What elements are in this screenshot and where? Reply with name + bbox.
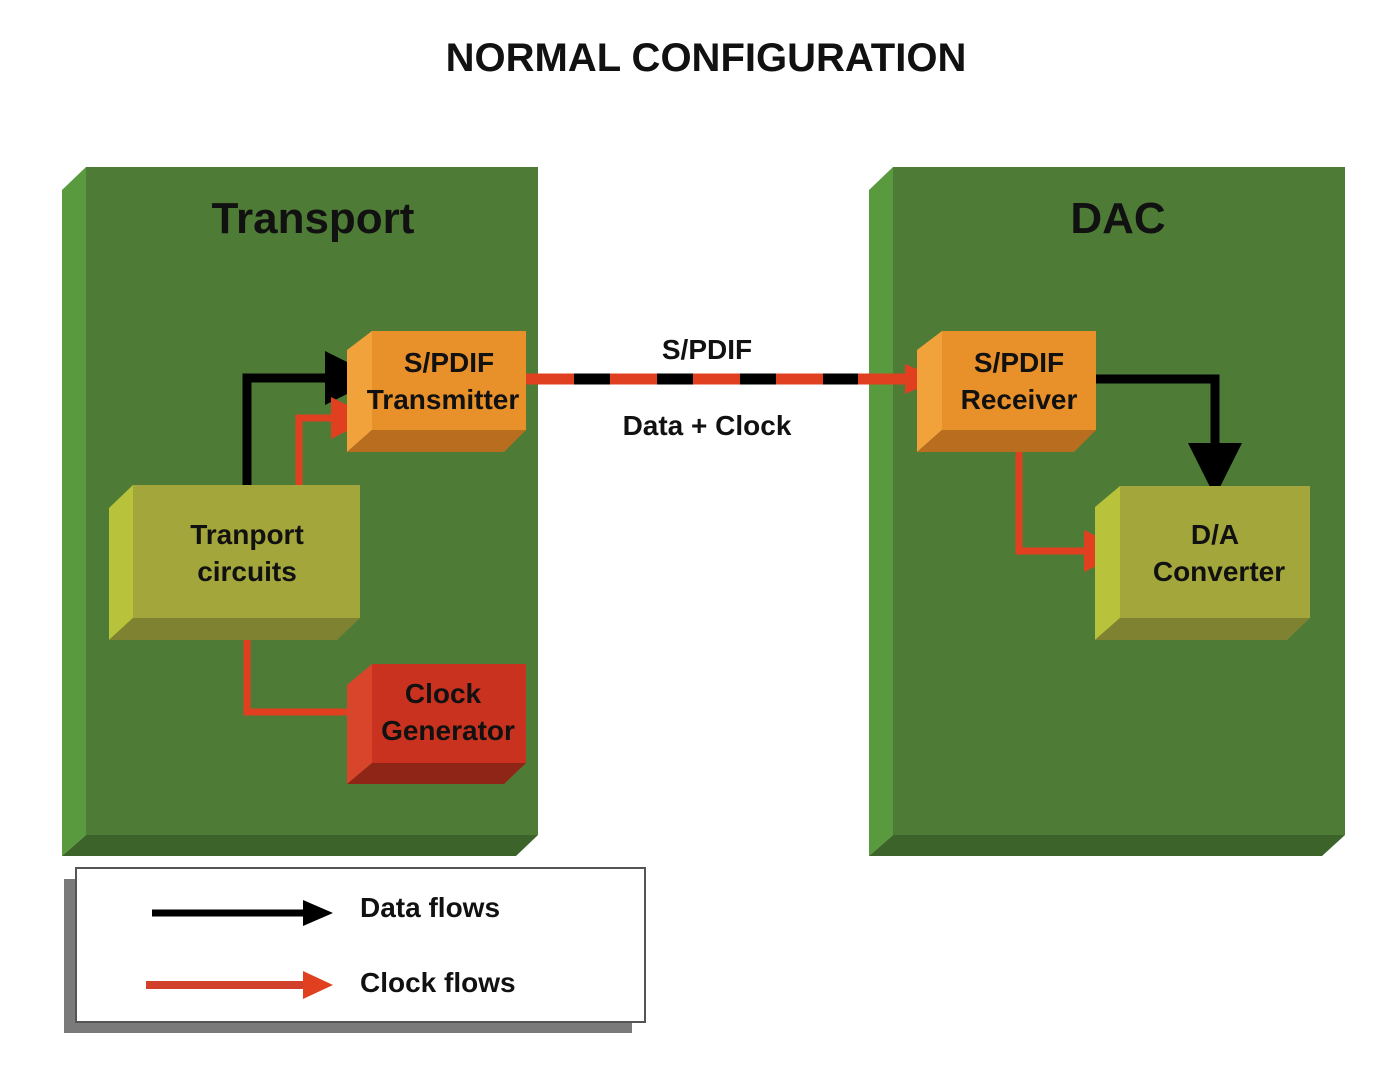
converter-label-line2: Converter xyxy=(1153,556,1285,587)
converter-face xyxy=(1120,486,1310,618)
clock-gen-label-line1: Clock xyxy=(405,678,482,709)
spdif-link-sublabel: Data + Clock xyxy=(623,410,792,441)
legend-clock-arrow-icon xyxy=(303,971,333,999)
clock-flow-receiver-to-converter xyxy=(1015,430,1126,572)
circuits-face xyxy=(133,485,360,618)
data-flow-receiver-to-converter xyxy=(1096,374,1242,497)
dac-panel-bottom-bevel xyxy=(869,835,1345,856)
clock-gen-left-bevel xyxy=(347,664,372,784)
spdif-transmitter-block: S/PDIF Transmitter xyxy=(347,331,526,452)
receiver-bottom-bevel xyxy=(917,430,1096,452)
data-flow-circuits-to-transmitter xyxy=(242,351,379,485)
dac-panel-title: DAC xyxy=(1070,194,1165,243)
da-converter-block: D/A Converter xyxy=(1095,486,1310,640)
legend-item-data: Data flows xyxy=(152,892,500,926)
receiver-label-line2: Receiver xyxy=(961,384,1078,415)
circuits-label-line2: circuits xyxy=(197,556,297,587)
circuits-label-line1: Tranport xyxy=(190,519,304,550)
receiver-left-bevel xyxy=(917,331,942,452)
transmitter-label-line2: Transmitter xyxy=(367,384,520,415)
legend: Data flows Clock flows xyxy=(64,867,646,1033)
transport-circuits-block: Tranport circuits xyxy=(109,485,360,640)
clock-gen-face xyxy=(372,664,526,763)
legend-data-arrow-icon xyxy=(303,900,333,926)
transmitter-label-line1: S/PDIF xyxy=(404,347,494,378)
legend-item-clock: Clock flows xyxy=(146,967,516,999)
legend-clock-label: Clock flows xyxy=(360,967,516,998)
spdif-link-label: S/PDIF xyxy=(662,334,752,365)
clock-flow-circuits-to-transmitter xyxy=(295,397,373,485)
receiver-label-line1: S/PDIF xyxy=(974,347,1064,378)
clock-gen-label-line2: Generator xyxy=(381,715,515,746)
dac-panel: DAC xyxy=(869,167,1345,856)
dac-panel-left-bevel xyxy=(869,167,893,856)
transmitter-bottom-bevel xyxy=(347,430,526,452)
converter-label-line1: D/A xyxy=(1191,519,1239,550)
spdif-receiver-block: S/PDIF Receiver xyxy=(917,331,1096,452)
transport-panel-bottom-bevel xyxy=(62,835,538,856)
transmitter-face xyxy=(372,331,526,430)
clock-generator-block: Clock Generator xyxy=(347,664,526,784)
circuits-bottom-bevel xyxy=(109,618,360,640)
circuits-left-bevel xyxy=(109,485,133,640)
transport-panel-left-bevel xyxy=(62,167,86,856)
transmitter-left-bevel xyxy=(347,331,372,452)
clock-flow-generator-to-circuits xyxy=(243,640,355,716)
transport-panel-title: Transport xyxy=(212,194,415,243)
spdif-link: S/PDIF Data + Clock xyxy=(526,334,940,441)
legend-box xyxy=(75,867,646,1023)
receiver-face xyxy=(942,331,1096,430)
clock-gen-bottom-bevel xyxy=(347,763,526,784)
legend-data-label: Data flows xyxy=(360,892,500,923)
diagram-title: NORMAL CONFIGURATION xyxy=(446,36,967,80)
converter-bottom-bevel xyxy=(1095,618,1310,640)
converter-left-bevel xyxy=(1095,486,1120,640)
